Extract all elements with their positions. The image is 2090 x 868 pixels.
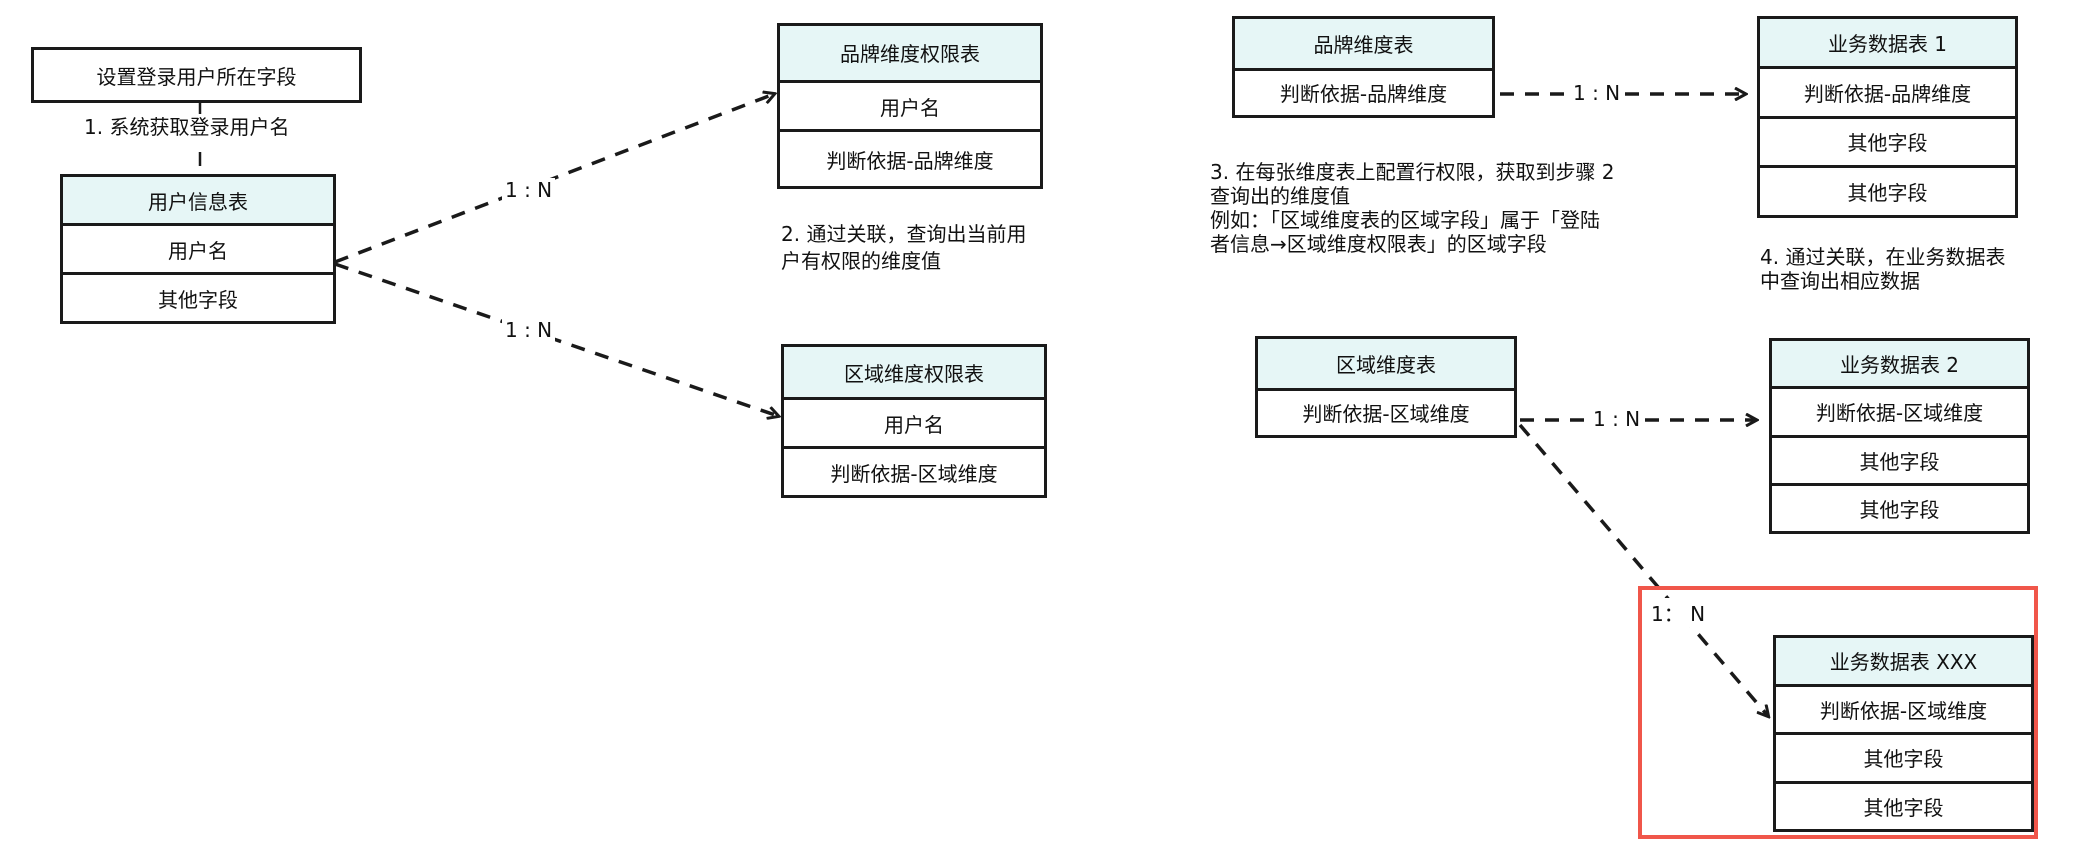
relation-label: 1 : N bbox=[1570, 81, 1624, 105]
arrow-region-to-xxx bbox=[1518, 423, 1768, 716]
table-row: 其他字段 bbox=[1776, 732, 2031, 781]
table-row: 其他字段 bbox=[63, 272, 333, 321]
biz-table-2: 业务数据表 2 判断依据-区域维度 其他字段 其他字段 bbox=[1769, 338, 2030, 534]
table-row: 用户名 bbox=[780, 79, 1040, 130]
relation-label: 1： N bbox=[1648, 598, 1709, 627]
step3-line: 例如：「区域维度表的区域字段」属于「登陆 bbox=[1210, 208, 1600, 232]
table-header: 业务数据表 XXX bbox=[1776, 638, 2031, 684]
relation-label: 1 : N bbox=[1590, 407, 1644, 431]
set-field-label: 设置登录用户所在字段 bbox=[96, 64, 297, 89]
table-row: 判断依据-品牌维度 bbox=[1760, 65, 2015, 116]
table-row: 判断依据-区域维度 bbox=[1772, 386, 2027, 434]
relation-label: 1 : N bbox=[502, 318, 556, 342]
table-header: 品牌维度权限表 bbox=[780, 26, 1040, 80]
step1-text: 1. 系统获取登录用户名 bbox=[84, 114, 290, 141]
table-header: 用户信息表 bbox=[63, 177, 333, 223]
table-row: 用户名 bbox=[784, 397, 1044, 446]
step3-text: 3. 在每张维度表上配置行权限，获取到步骤 2 查询出的维度值 例如：「区域维度… bbox=[1210, 160, 1615, 256]
step4-text: 4. 通过关联，在业务数据表 中查询出相应数据 bbox=[1760, 245, 2005, 293]
table-row: 用户名 bbox=[63, 223, 333, 272]
highlight-box bbox=[1638, 586, 2038, 839]
step2-line: 2. 通过关联，查询出当前用 bbox=[781, 222, 1027, 246]
set-field-box: 设置登录用户所在字段 bbox=[31, 47, 362, 103]
table-header: 业务数据表 1 bbox=[1760, 19, 2015, 66]
region-dim-table: 区域维度表 判断依据-区域维度 bbox=[1255, 336, 1517, 438]
step2-line: 户有权限的维度值 bbox=[781, 249, 941, 273]
step4-line: 中查询出相应数据 bbox=[1760, 269, 1920, 293]
table-row: 判断依据-区域维度 bbox=[1776, 683, 2031, 733]
step3-line: 者信息→区域维度权限表」的区域字段 bbox=[1210, 232, 1547, 256]
table-row: 判断依据-区域维度 bbox=[1258, 387, 1514, 435]
step4-line: 4. 通过关联，在业务数据表 bbox=[1760, 245, 2006, 269]
table-row: 判断依据-区域维度 bbox=[784, 446, 1044, 495]
table-header: 区域维度权限表 bbox=[784, 347, 1044, 398]
step3-line: 查询出的维度值 bbox=[1210, 184, 1350, 208]
table-row: 判断依据-品牌维度 bbox=[780, 129, 1040, 186]
table-row: 其他字段 bbox=[1760, 115, 2015, 166]
brand-dim-table: 品牌维度表 判断依据-品牌维度 bbox=[1232, 16, 1495, 118]
table-row: 其他字段 bbox=[1760, 165, 2015, 215]
table-row: 其他字段 bbox=[1772, 482, 2027, 531]
table-header: 业务数据表 2 bbox=[1772, 341, 2027, 387]
table-row: 其他字段 bbox=[1776, 780, 2031, 830]
region-perm-table: 区域维度权限表 用户名 判断依据-区域维度 bbox=[781, 344, 1047, 498]
step3-line: 3. 在每张维度表上配置行权限，获取到步骤 2 bbox=[1210, 160, 1615, 184]
user-info-table: 用户信息表 用户名 其他字段 bbox=[60, 174, 336, 324]
table-header: 品牌维度表 bbox=[1235, 19, 1492, 68]
relation-label: 1 : N bbox=[502, 178, 556, 202]
step2-text: 2. 通过关联，查询出当前用 户有权限的维度值 bbox=[781, 221, 1026, 275]
table-row: 其他字段 bbox=[1772, 434, 2027, 483]
table-row: 判断依据-品牌维度 bbox=[1235, 67, 1492, 115]
table-header: 区域维度表 bbox=[1258, 339, 1514, 388]
brand-perm-table: 品牌维度权限表 用户名 判断依据-品牌维度 bbox=[777, 23, 1043, 189]
biz-table-xxx: 业务数据表 XXX 判断依据-区域维度 其他字段 其他字段 bbox=[1773, 635, 2034, 832]
arrow-user-to-region bbox=[334, 262, 778, 416]
biz-table-1: 业务数据表 1 判断依据-品牌维度 其他字段 其他字段 bbox=[1757, 16, 2018, 218]
